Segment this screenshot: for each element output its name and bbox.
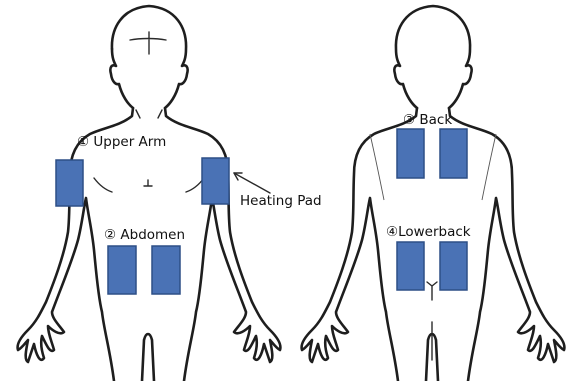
front-head-left xyxy=(110,49,133,108)
pad-abdomen-left xyxy=(108,246,136,294)
back-head xyxy=(394,6,471,108)
pad-upper-arm-right xyxy=(202,158,229,204)
front-crotch xyxy=(142,334,154,381)
label-lowerback: ④Lowerback xyxy=(386,226,471,240)
label-back: ③ Back xyxy=(403,114,452,128)
front-chest-marks xyxy=(94,178,204,192)
pad-back-right xyxy=(440,129,467,178)
pad-lowerback-left xyxy=(397,242,424,290)
back-body-figure xyxy=(302,6,565,381)
front-face-mark xyxy=(130,32,166,54)
pad-back-left xyxy=(397,129,424,178)
back-scapula-lines xyxy=(370,134,496,200)
heating-pads xyxy=(56,129,467,294)
pad-abdomen-right xyxy=(152,246,180,294)
pad-upper-arm-left xyxy=(56,160,83,206)
label-heating-pad: Heating Pad xyxy=(240,195,322,209)
pointer-arrow-line xyxy=(234,173,270,193)
label-upper-arm: ① Upper Arm xyxy=(77,136,166,150)
label-abdomen: ② Abdomen xyxy=(104,229,185,243)
front-neck-lines xyxy=(136,110,162,118)
heating-pad-pointer xyxy=(234,173,270,193)
front-torso-right xyxy=(165,108,280,381)
pad-lowerback-right xyxy=(440,242,467,290)
front-head xyxy=(112,6,188,108)
